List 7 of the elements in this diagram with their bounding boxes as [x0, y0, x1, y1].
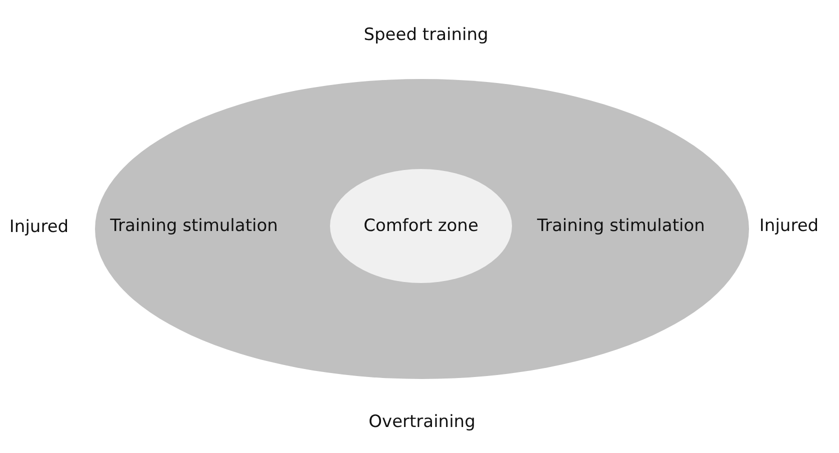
zone-label: Comfort zone [364, 216, 478, 236]
zone-label: Training stimulation [110, 216, 278, 236]
outcome-label: Speed training [364, 25, 488, 45]
outcome-label: Injured [759, 216, 819, 236]
zone-label: Training stimulation [537, 216, 705, 236]
outcome-label: Overtraining [368, 412, 476, 432]
outcome-label: Injured [9, 217, 69, 237]
